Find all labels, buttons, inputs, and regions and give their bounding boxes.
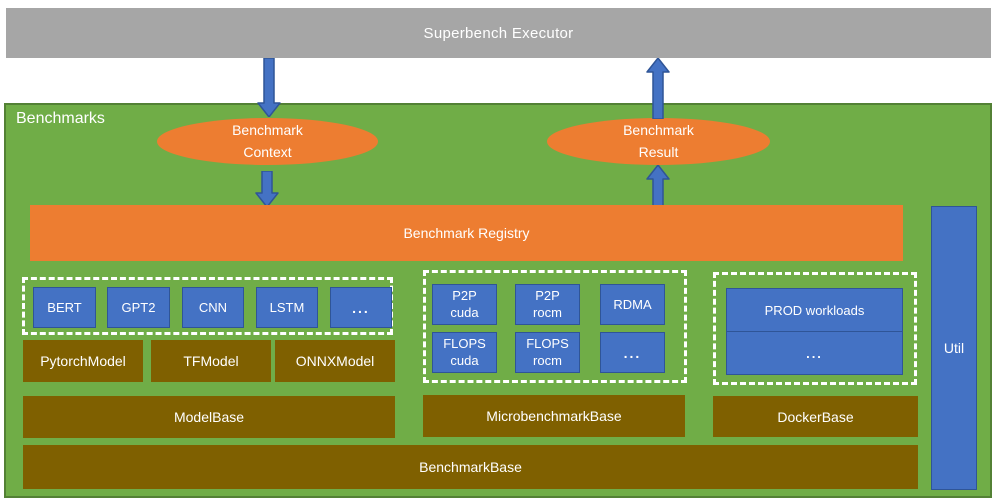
arrow-executor-to-context-icon [257, 58, 281, 117]
benchmark-base-bar: BenchmarkBase [23, 445, 918, 489]
model-item-more: ... [330, 287, 392, 328]
docker-base-bar: DockerBase [713, 396, 918, 437]
benchmark-context-ellipse: Benchmark Context [157, 118, 378, 165]
benchmark-result-line1: Benchmark [623, 121, 694, 138]
micro-item-p2p-cuda: P2P cuda [432, 284, 497, 325]
docker-item-prod-workloads: PROD workloads [727, 289, 902, 332]
benchmark-registry-bar: Benchmark Registry [30, 205, 903, 261]
onnx-model-box: ONNXModel [275, 340, 395, 382]
micro-item-flops-rocm: FLOPS rocm [515, 332, 580, 373]
util-bar: Util [931, 206, 977, 490]
docker-item-more: ... [806, 345, 823, 361]
model-item-bert: BERT [33, 287, 96, 328]
model-item-lstm: LSTM [256, 287, 318, 328]
model-item-cnn: CNN [182, 287, 244, 328]
model-item-gpt2: GPT2 [107, 287, 170, 328]
tf-model-box: TFModel [151, 340, 271, 382]
pytorch-model-box: PytorchModel [23, 340, 143, 382]
benchmark-context-line2: Context [243, 143, 292, 160]
arrow-result-to-executor-icon [646, 58, 670, 119]
benchmark-context-line1: Benchmark [232, 121, 303, 138]
model-base-bar: ModelBase [23, 396, 395, 438]
micro-group-frame [423, 270, 687, 383]
benchmark-result-ellipse: Benchmark Result [547, 118, 770, 165]
micro-item-flops-cuda: FLOPS cuda [432, 332, 497, 373]
superbench-executor-bar: Superbench Executor [6, 8, 991, 58]
docker-group-stack: PROD workloads ... [726, 288, 903, 375]
arrow-context-to-registry-icon [255, 171, 279, 207]
micro-item-more: ... [600, 332, 665, 373]
benchmarks-panel-title: Benchmarks [16, 110, 105, 127]
microbenchmark-base-bar: MicrobenchmarkBase [423, 395, 685, 437]
benchmark-result-line2: Result [638, 143, 679, 160]
docker-group-frame [713, 272, 917, 385]
arrow-registry-to-result-icon [646, 165, 670, 206]
micro-item-p2p-rocm: P2P rocm [515, 284, 580, 325]
micro-item-rdma: RDMA [600, 284, 665, 325]
